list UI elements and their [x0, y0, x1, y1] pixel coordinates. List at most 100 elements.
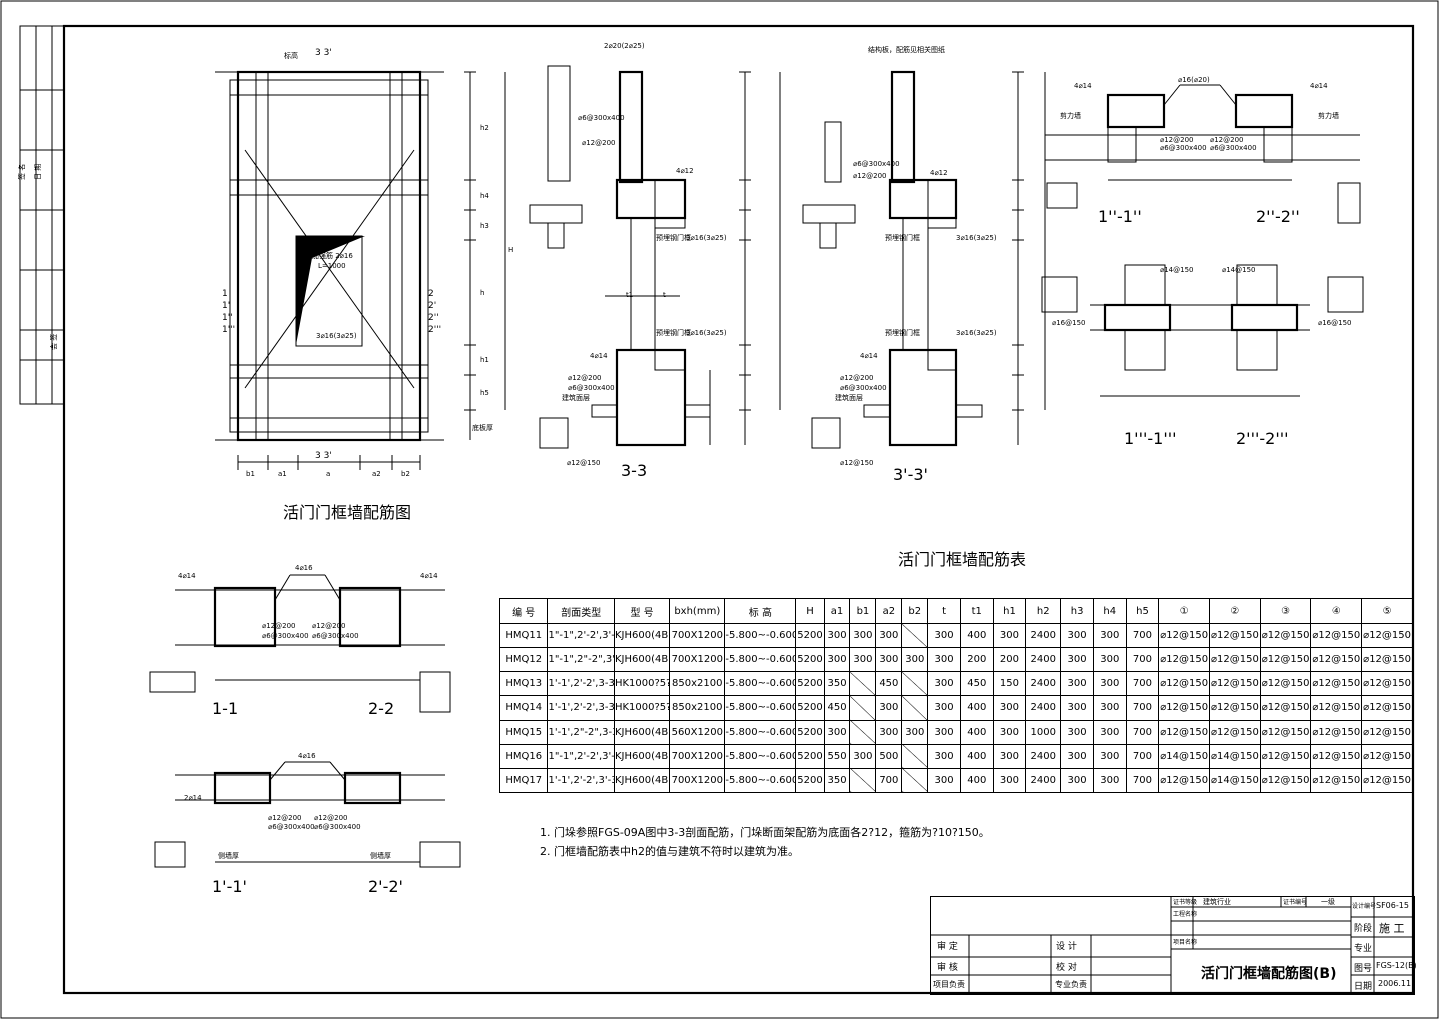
table-cell: ⌀14@150 — [1158, 743, 1211, 769]
table-cell: 300 — [992, 743, 1027, 769]
tb-sheet-title: 活门门框墙配筋图(B) — [1201, 966, 1337, 982]
s33-note-4d14: 4⌀14 — [590, 352, 608, 360]
table-header-cell: bxh(mm) — [669, 598, 726, 624]
table-cell: 150 — [992, 671, 1027, 697]
tb-lead: 专业负责 — [1055, 980, 1087, 989]
table-cell: 1'-1',2'-2',3-3 — [547, 671, 615, 697]
table-cell: 300 — [1092, 671, 1127, 697]
tb-stage: 施 工 — [1379, 922, 1405, 935]
table-cell: 450 — [823, 695, 851, 721]
table-cell: 300 — [1092, 647, 1127, 673]
table-cell: 300 — [992, 622, 1027, 649]
s2p-d6: ⌀6@300x400 — [314, 823, 361, 831]
table-header-cell: ② — [1209, 598, 1261, 624]
notes-block: 1. 门垛参照FGS-09A图中3-3剖面配筋，门垛断面架配筋为底面各2?12，… — [540, 823, 990, 861]
table-cell — [901, 671, 929, 697]
table-cell: -5.800~-0.600 — [724, 719, 797, 745]
table-cell: KJH600(4B) — [613, 647, 671, 673]
table-cell: 300 — [849, 647, 877, 673]
table-cell: 300 — [875, 647, 903, 673]
table-cell: 200 — [992, 647, 1027, 673]
table-cell: 400 — [959, 622, 994, 649]
table-cell: 300 — [1060, 695, 1094, 721]
table-body: HMQ111"-1",2'-2',3'-3'KJH600(4B)700X1200… — [498, 622, 1413, 794]
table-header-cell: a1 — [823, 598, 851, 624]
elev-right-mark-1: 2 — [428, 289, 434, 299]
table-title: 活门门框墙配筋表 — [898, 550, 1026, 569]
table-cell: 2400 — [1025, 767, 1062, 794]
table-cell: 300 — [823, 622, 851, 649]
s2ppp-d16: ⌀16@150 — [1318, 319, 1351, 327]
elev-vert-H: H — [508, 246, 513, 254]
s33p-note-door-b: 预埋钢门框 — [885, 328, 920, 337]
s33p-note-4d14: 4⌀14 — [860, 352, 878, 360]
s1pp-wall-right: 剪力墙 — [1318, 111, 1339, 120]
table-cell: 400 — [959, 743, 994, 769]
s11-4d16: 4⌀16 — [295, 564, 313, 572]
table-cell: 300 — [849, 743, 877, 769]
elev-vert-h2: h2 — [480, 124, 489, 132]
elev-left-mark-2: 1' — [222, 301, 230, 311]
main-title: 活门门框墙配筋图 — [283, 503, 411, 522]
table-cell: 5200 — [795, 647, 825, 673]
tb-item-name: 项目名称 — [1173, 939, 1198, 946]
elev-diag-note: 加强筋 2⌀16 — [312, 251, 353, 260]
table-cell: 300 — [1060, 622, 1094, 649]
margin-strip: 签 名 日 期 会 签 — [17, 25, 65, 405]
tb-check: 校 对 — [1056, 963, 1077, 973]
table-cell: 300 — [992, 719, 1027, 745]
table-cell: 450 — [875, 671, 903, 697]
table-cell: ⌀12@150 — [1361, 767, 1413, 794]
section-1ppp-2ppp — [1041, 264, 1364, 397]
section-1p-1p-label: 1'-1' — [212, 877, 247, 896]
table-header-cell: h1 — [992, 598, 1027, 624]
s22-d12: ⌀12@200 — [312, 622, 345, 630]
section-1p-2p — [154, 761, 461, 868]
section-3p-3p — [802, 70, 1046, 449]
table-header-cell: ③ — [1259, 598, 1312, 624]
tb-major-label: 专业 — [1354, 944, 1373, 954]
section-2ppp-label: 2'''-2''' — [1236, 429, 1289, 448]
table-cell: 300 — [849, 622, 877, 649]
table-cell: HK1000?5? — [613, 695, 671, 721]
note-1: 1. 门垛参照FGS-09A图中3-3剖面配筋，门垛断面架配筋为底面各2?12，… — [540, 826, 990, 839]
table-cell: 300 — [1060, 647, 1094, 673]
elev-vert-h3: h3 — [480, 222, 489, 230]
table-cell: ⌀12@150 — [1310, 647, 1363, 673]
table-cell: 300 — [901, 647, 929, 673]
elev-right-mark-2: 2' — [428, 301, 436, 311]
table-cell — [901, 743, 929, 769]
table-cell: ⌀12@150 — [1158, 719, 1211, 745]
s1pp-4d14-right: 4⌀14 — [1310, 82, 1328, 90]
s33-note-3d16: 3⌀16(3⌀25) — [686, 234, 727, 242]
s33p-note-bar: ⌀12@200 — [853, 172, 886, 180]
s33-note-d12: ⌀12@200 — [568, 374, 601, 382]
table-cell: 700 — [1125, 719, 1160, 745]
table-cell: 300 — [901, 719, 929, 745]
table-cell: ⌀12@150 — [1158, 767, 1211, 794]
table-cell: 5200 — [795, 671, 825, 697]
elev-vert-h4: h4 — [480, 192, 489, 200]
table-cell: 560X1200 — [669, 719, 726, 745]
table-cell: 5200 — [795, 622, 825, 649]
s2p-d12: ⌀12@200 — [314, 814, 347, 822]
table-cell: ⌀12@150 — [1259, 743, 1312, 769]
table-cell: ⌀12@150 — [1158, 647, 1211, 673]
margin-label-a: 签 名 — [17, 164, 26, 180]
table-cell: -5.800~-0.600 — [724, 743, 797, 769]
s33p-note-d6: ⌀6@300x400 — [840, 384, 887, 392]
table-cell: HK1000?5? — [613, 671, 671, 697]
s33-note-t: t — [663, 291, 666, 299]
elev-left-mark-3: 1'' — [222, 313, 233, 323]
s33-note-bar: ⌀12@200 — [582, 139, 615, 147]
table-cell: HMQ16 — [498, 743, 549, 769]
table-cell: ⌀14@150 — [1209, 743, 1261, 769]
table-cell: 300 — [927, 695, 961, 721]
s22-d6: ⌀6@300x400 — [312, 632, 359, 640]
table-cell: KJH600(4B) — [613, 743, 671, 769]
table-cell: 700 — [1125, 767, 1160, 794]
table-cell: ⌀12@150 — [1310, 719, 1363, 745]
table-cell: 300 — [875, 719, 903, 745]
